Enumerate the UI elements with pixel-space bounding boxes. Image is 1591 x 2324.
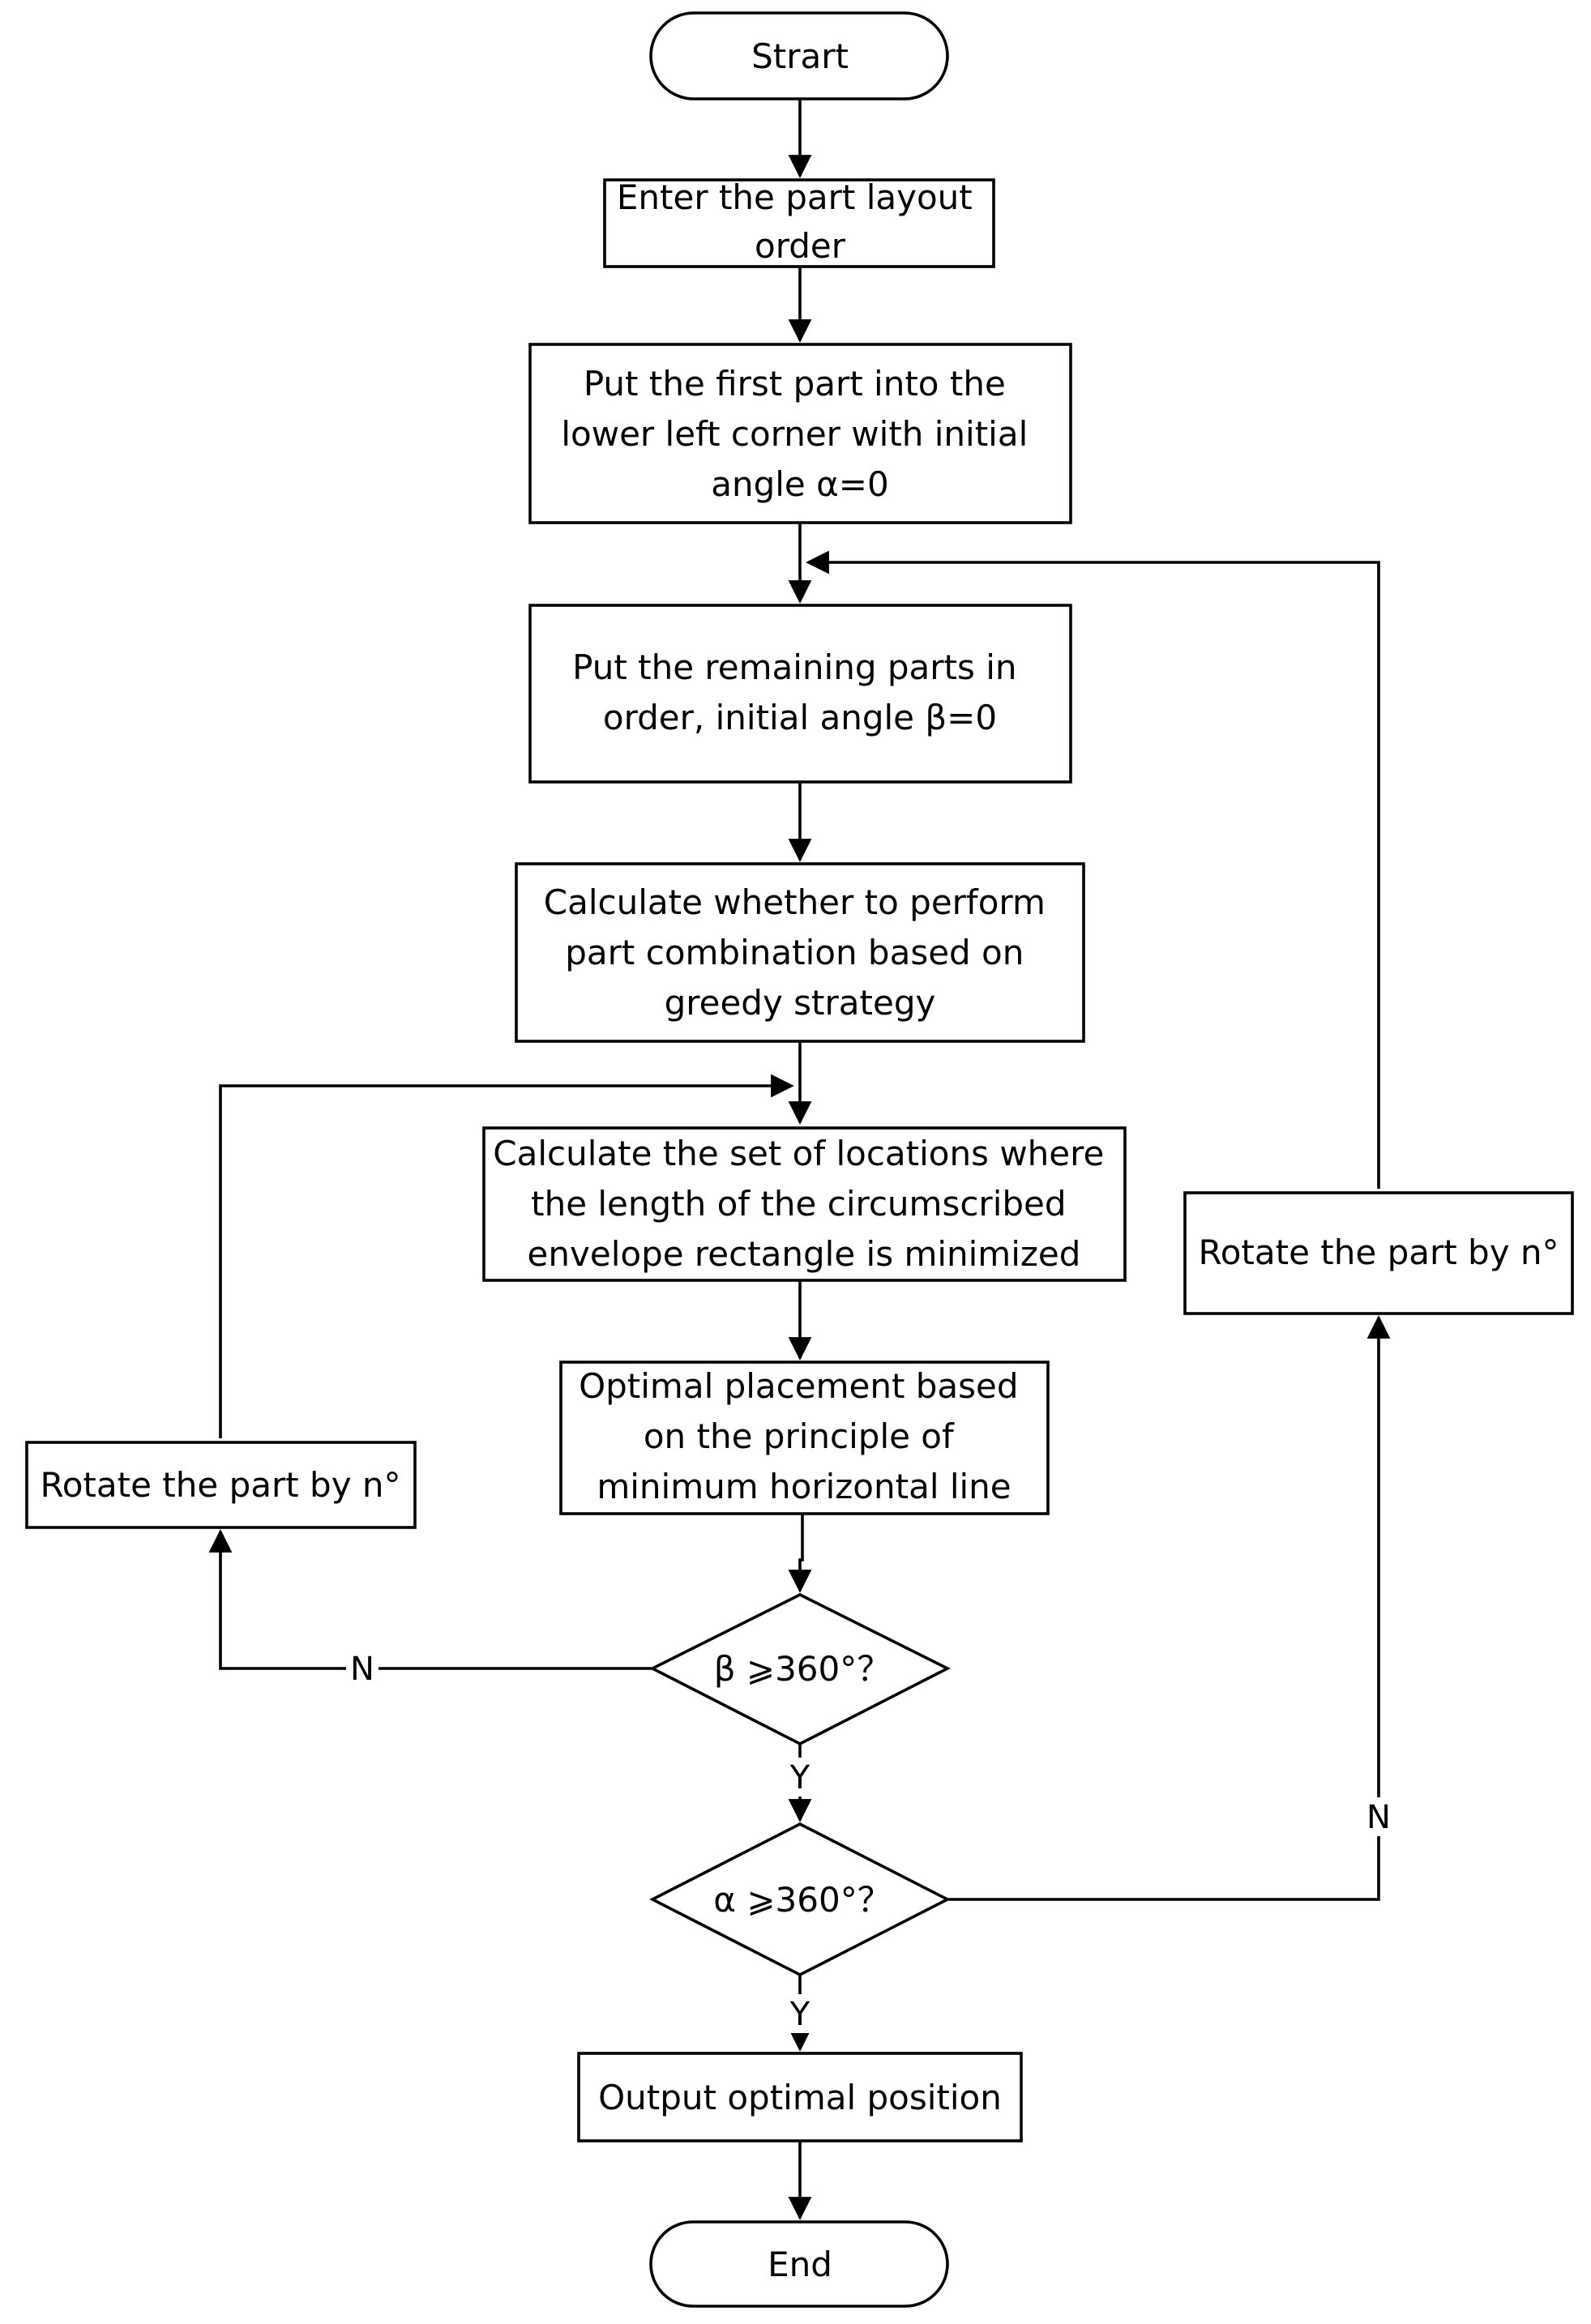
calc-combination-node-label: Calculate whether to perform part combin… (544, 882, 1056, 1023)
put-first-node: Put the first part into the lower left c… (528, 343, 1072, 524)
rotate-left-node-label: Rotate the part by n° (40, 1465, 400, 1505)
calc-locations-node-label: Calculate the set of locations where the… (493, 1134, 1114, 1274)
optimal-placement-node-label: Optimal placement based on the principle… (579, 1366, 1029, 1506)
alpha-check-node-label: α ⩾360°？ (713, 1880, 891, 1920)
optimal-placement-node: Optimal placement based on the principle… (559, 1361, 1050, 1515)
edge-optimal-placement-to-beta-check (788, 1514, 812, 1593)
edge-rotate-left-back-to-loop (219, 1074, 794, 1438)
start-node: Strart (649, 11, 949, 100)
edge-rotate-right-back-to-loop (806, 550, 1380, 1189)
edge-label-alpha-yes: Y (789, 1996, 810, 2033)
rotate-right-node-label: Rotate the part by n° (1198, 1232, 1559, 1272)
output-node-label: Output optimal position (598, 2078, 1002, 2117)
put-first-node-label: Put the first part into the lower left c… (561, 364, 1038, 504)
end-node-label: End (768, 2245, 832, 2284)
rotate-right-node: Rotate the part by n° (1183, 1191, 1574, 1315)
edge-labels: N Y N Y (346, 1648, 1395, 2033)
alpha-check-node: α ⩾360°？ (649, 1822, 951, 1977)
put-remaining-node-label: Put the remaining parts in order, initia… (572, 647, 1028, 737)
end-node: End (649, 2220, 949, 2308)
enter-order-node: Enter the part layout order (603, 177, 995, 268)
beta-check-node: β ⩾360°？ (649, 1592, 951, 1746)
rotate-left-node: Rotate the part by n° (25, 1441, 417, 1529)
enter-order-node-label: Enter the part layout order (617, 177, 983, 266)
edge-label-alpha-no: N (1366, 1799, 1391, 1836)
edge-label-beta-yes: Y (789, 1759, 810, 1796)
beta-check-node-label: β ⩾360°？ (714, 1649, 892, 1689)
start-node-label: Strart (751, 36, 849, 76)
edge-alpha-check-no-to-rotate-right (947, 1315, 1391, 1901)
calc-combination-node: Calculate whether to perform part combin… (515, 862, 1085, 1043)
put-remaining-node: Put the remaining parts in order, initia… (528, 604, 1072, 784)
edge-label-beta-no: N (350, 1651, 374, 1688)
edge-beta-check-no-to-rotate-left (208, 1529, 652, 1670)
calc-locations-node: Calculate the set of locations where the… (482, 1126, 1127, 1282)
output-node: Output optimal position (577, 2052, 1023, 2142)
